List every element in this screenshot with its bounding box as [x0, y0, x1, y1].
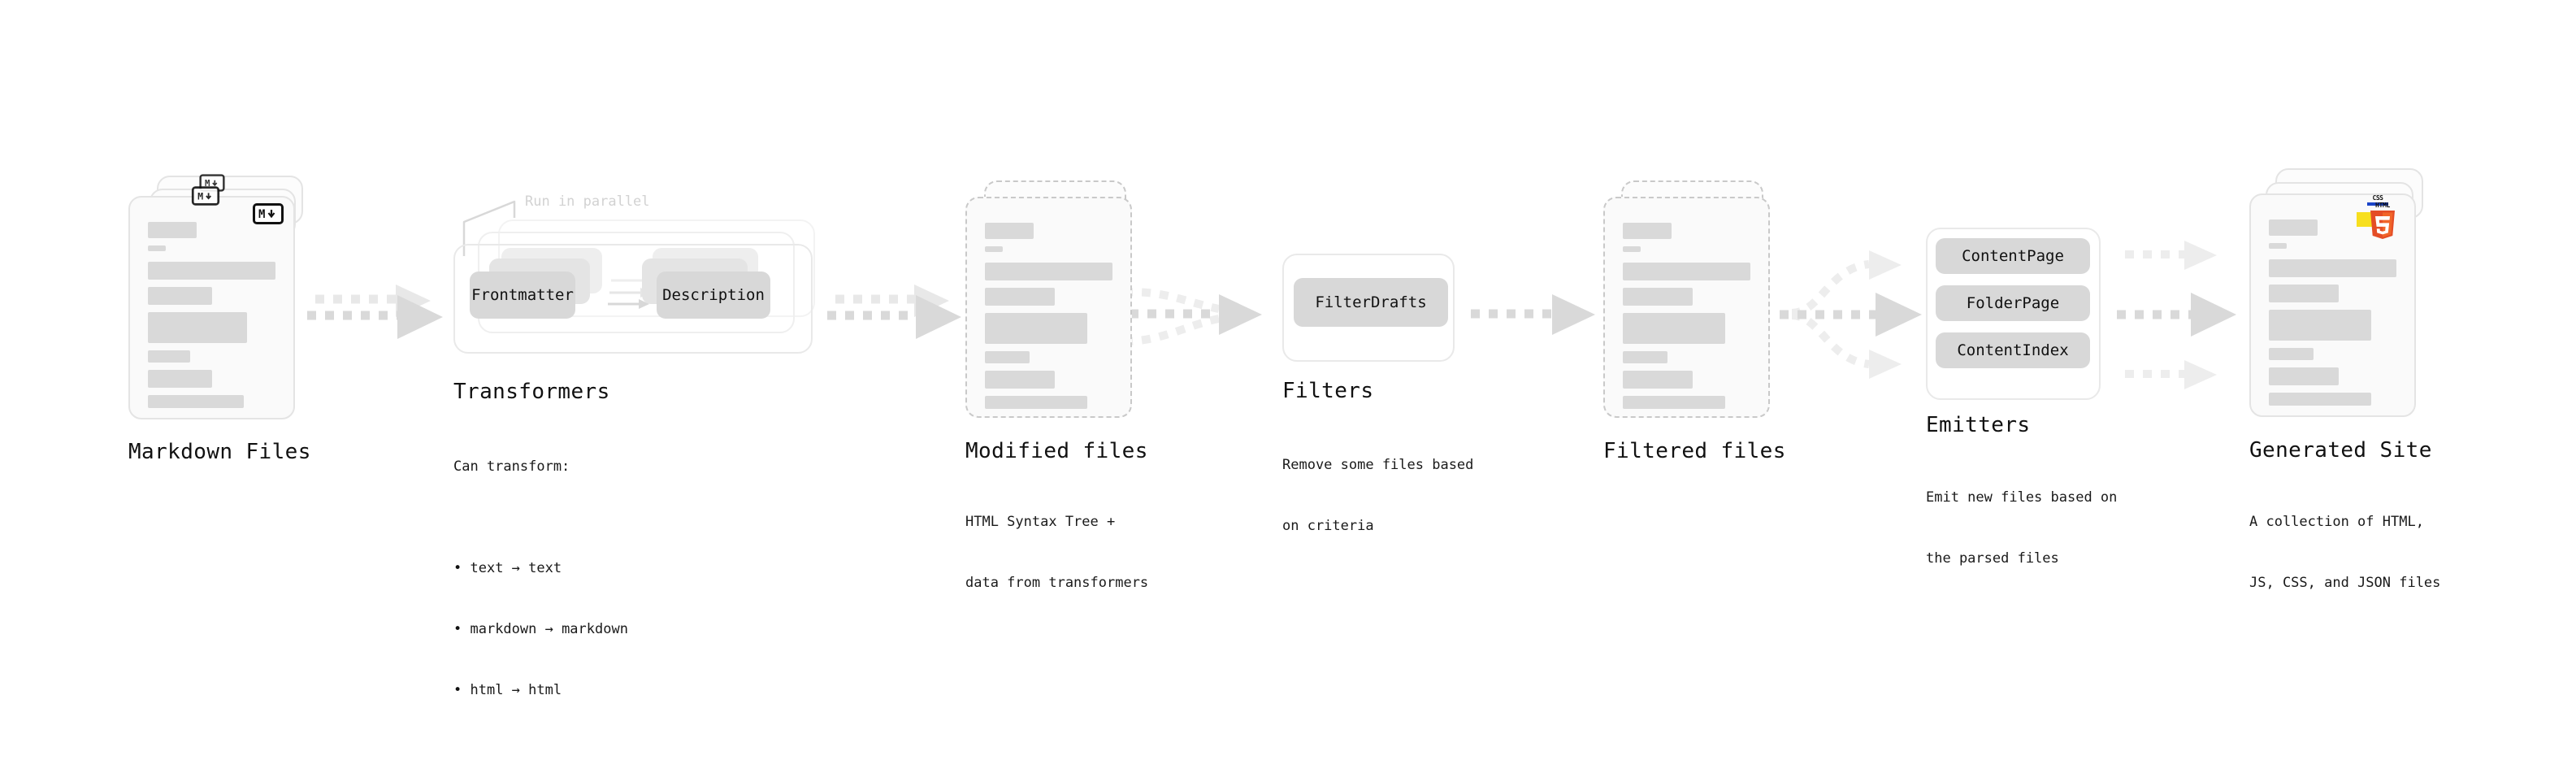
content-bar [148, 350, 190, 363]
content-bar [985, 396, 1087, 409]
transformer-chip-frontmatter[interactable]: Frontmatter [470, 272, 575, 319]
desc-line: data from transformers [965, 575, 1149, 591]
svg-text:M: M [258, 208, 265, 219]
desc-line: on criteria [1282, 518, 1374, 534]
content-bar [2269, 393, 2371, 406]
html5-shield-glyph [2370, 211, 2395, 239]
content-bar [2269, 259, 2396, 277]
content-bar [1623, 263, 1750, 280]
emitter-chip-folderpage[interactable]: FolderPage [1936, 285, 2090, 321]
transformer-group-front [453, 244, 813, 354]
markdown-card-content [148, 222, 275, 415]
content-bar [985, 263, 1112, 280]
parallel-annotation: Run in parallel [525, 193, 650, 210]
content-bar [2269, 285, 2340, 302]
content-bar [148, 395, 244, 408]
list-item-label: markdown → markdown [470, 621, 628, 637]
transform-bullet-list: • text → text • markdown → markdown • ht… [453, 518, 628, 741]
page-title: Markdown Files [128, 440, 311, 464]
content-bar [148, 287, 212, 305]
pipeline-diagram: M M M Markdown Files Run in parallel Fro… [128, 168, 2441, 698]
content-bar [985, 351, 1030, 363]
markdown-icon: M [253, 203, 284, 224]
arrow-filtered-to-emitters [1780, 250, 1922, 379]
generated-site-description: A collection of HTML, JS, CSS, and JSON … [2249, 471, 2440, 634]
filtered-card-front [1603, 197, 1770, 418]
arrow-emitters-to-site [2117, 241, 2236, 389]
content-bar [985, 288, 1056, 306]
content-bar [1623, 246, 1641, 252]
page-title: Transformers [453, 380, 610, 404]
list-item-label: text → text [470, 560, 562, 576]
page-title: Filters [1282, 379, 1374, 403]
css-icon-label: CSS [2372, 194, 2383, 202]
desc-line: A collection of HTML, [2249, 514, 2424, 530]
content-bar [2269, 348, 2314, 360]
markdown-card-front [128, 196, 295, 419]
emitters-description: Emit new files based on the parsed files [1926, 447, 2117, 610]
content-bar [1623, 396, 1725, 409]
page-title: Generated Site [2249, 438, 2432, 463]
desc-line: Can transform: [453, 458, 570, 475]
desc-line: HTML Syntax Tree + [965, 514, 1116, 530]
filtered-card-content [1623, 223, 1750, 416]
content-bar [985, 246, 1003, 252]
content-bar [2269, 367, 2340, 385]
emitter-chip-contentpage[interactable]: ContentPage [1936, 238, 2090, 274]
list-item: • markdown → markdown [453, 621, 628, 637]
filter-chip-filterdrafts[interactable]: FilterDrafts [1294, 278, 1448, 327]
arrow-filters-to-filtered [1471, 294, 1595, 335]
list-item-label: html → html [470, 682, 562, 698]
content-bar [1623, 313, 1725, 344]
desc-line: JS, CSS, and JSON files [2249, 575, 2441, 591]
content-bar [148, 245, 166, 251]
content-bar [1623, 351, 1667, 363]
modified-files-description: HTML Syntax Tree + data from transformer… [965, 471, 1148, 634]
transformer-chip-description[interactable]: Description [657, 272, 770, 319]
markdown-icon: M [191, 186, 220, 206]
transformers-description: Can transform: • text → text • markdown … [453, 416, 628, 782]
css-icon-rule [2367, 202, 2388, 206]
content-bar [148, 262, 275, 280]
arrow-markdown-to-transformers [307, 285, 443, 339]
modified-card-front [965, 197, 1132, 418]
emitter-chip-contentindex[interactable]: ContentIndex [1936, 332, 2090, 368]
content-bar [148, 370, 212, 388]
content-bar [1623, 288, 1693, 306]
site-card-content [2269, 219, 2396, 413]
content-bar [985, 223, 1034, 239]
modified-card-content [985, 223, 1112, 416]
page-title: Filtered files [1603, 439, 1786, 463]
content-bar [2269, 243, 2287, 249]
css-icon: CSS [2367, 193, 2388, 206]
svg-text:M: M [205, 179, 210, 188]
filters-description: Remove some files based on criteria [1282, 415, 1473, 577]
list-item: • html → html [453, 682, 562, 698]
svg-text:M: M [197, 191, 203, 201]
html5-icon: HTML [2366, 202, 2399, 242]
arrow-transformers-to-modified [827, 285, 961, 339]
content-bar [2269, 310, 2371, 341]
html5-icon-label: HTML [2374, 202, 2391, 209]
list-item: • text → text [453, 560, 562, 576]
page-title: Emitters [1926, 413, 2031, 437]
page-title: Modified files [965, 439, 1148, 463]
arrow-modified-to-filters [1123, 288, 1262, 345]
desc-line: the parsed files [1926, 550, 2059, 567]
content-bar [985, 313, 1087, 344]
content-bar [1623, 371, 1693, 389]
desc-line: Emit new files based on [1926, 489, 2118, 506]
content-bar [148, 222, 197, 238]
content-bar [985, 371, 1056, 389]
content-bar [2269, 219, 2318, 236]
desc-line: Remove some files based [1282, 457, 1474, 473]
content-bar [1623, 223, 1672, 239]
content-bar [148, 312, 248, 343]
